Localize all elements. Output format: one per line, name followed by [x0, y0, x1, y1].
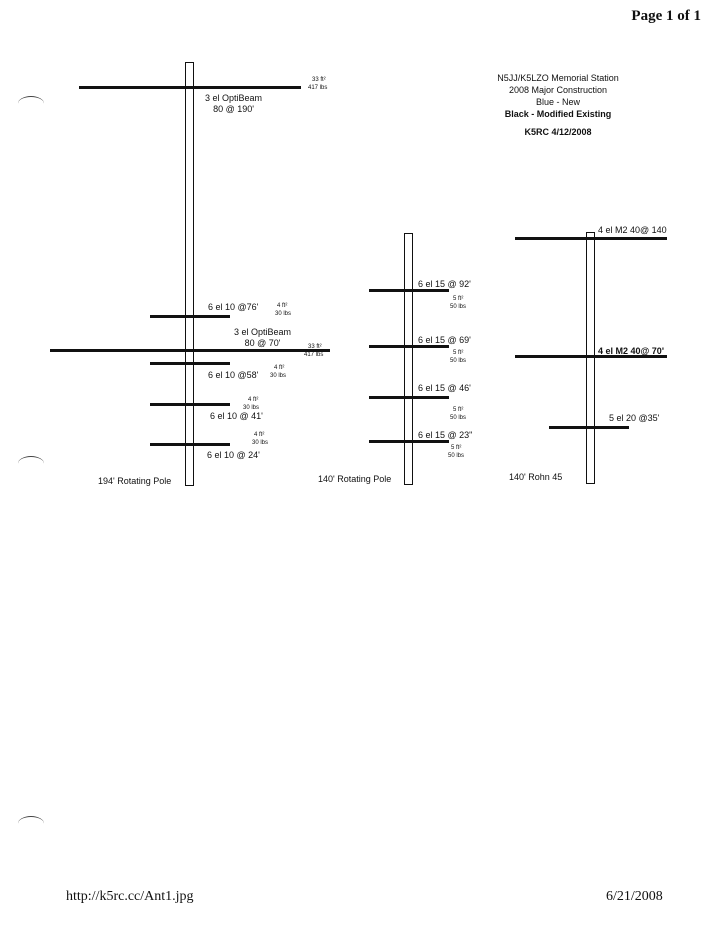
- boom-6el15-23: [369, 440, 449, 443]
- title-line-2: 2008 Major Construction: [508, 85, 608, 95]
- antenna-label: 6 el 15 @ 69': [418, 335, 471, 345]
- title-block: N5JJ/K5LZO Memorial Station 2008 Major C…: [470, 72, 646, 138]
- footer-url: http://k5rc.cc/Ant1.jpg: [66, 889, 194, 904]
- boom-6el15-69: [369, 345, 449, 348]
- tower-140-rotating-pole: [404, 233, 413, 485]
- boom-6el10-58: [150, 362, 230, 365]
- antenna-specs: 33 ft² 417 lbs: [308, 77, 328, 91]
- boom-m2-40-140: [515, 237, 667, 240]
- boom-6el10-76: [150, 315, 230, 318]
- margin-mark: [18, 456, 44, 471]
- boom-5el20-35: [549, 426, 629, 429]
- tower-name: 140' Rohn 45: [509, 472, 563, 482]
- tower-name: 140' Rotating Pole: [318, 474, 392, 484]
- boom-6el15-92: [369, 289, 449, 292]
- boom-6el15-46: [369, 396, 449, 399]
- title-line-5: K5RC 4/12/2008: [524, 127, 592, 137]
- antenna-label: 3 el OptiBeam 80 @ 190': [205, 93, 263, 114]
- boom-m2-40-70: [515, 355, 667, 358]
- antenna-specs: 4 ft² 30 lbs: [243, 397, 260, 411]
- antenna-label: 6 el 10 @76': [208, 302, 259, 312]
- tower-140-rohn-45: [586, 232, 595, 484]
- antenna-label: 5 el 20 @35': [609, 413, 660, 423]
- boom-6el10-24: [150, 443, 230, 446]
- antenna-label: 6 el 10 @58': [208, 370, 259, 380]
- footer-date: 6/21/2008: [606, 889, 663, 904]
- tower-194-rotating-pole: [185, 62, 194, 486]
- antenna-label: 6 el 10 @ 41': [210, 411, 263, 421]
- page-number: Page 1 of 1: [631, 8, 701, 24]
- tower-name: 194' Rotating Pole: [98, 476, 172, 486]
- antenna-specs: 4 ft² 30 lbs: [275, 303, 292, 317]
- antenna-label: 4 el M2 40@ 70': [598, 346, 664, 356]
- antenna-specs: 5 ft² 50 lbs: [448, 445, 465, 459]
- antenna-label: 3 el OptiBeam 80 @ 70': [234, 327, 292, 348]
- antenna-specs: 4 ft² 30 lbs: [270, 365, 287, 379]
- antenna-label: 4 el M2 40@ 140: [598, 225, 667, 235]
- antenna-label: 6 el 15 @ 92': [418, 279, 471, 289]
- margin-mark: [18, 816, 44, 831]
- title-line-3: Blue - New: [535, 97, 580, 107]
- antenna-specs: 5 ft² 50 lbs: [450, 350, 467, 364]
- boom-optibeam-190: [79, 86, 301, 89]
- antenna-label: 6 el 15 @ 23": [418, 430, 473, 440]
- antenna-label: 6 el 15 @ 46': [418, 383, 471, 393]
- boom-optibeam-70: [50, 349, 330, 352]
- title-line-4: Black - Modified Existing: [504, 109, 612, 119]
- title-line-1: N5JJ/K5LZO Memorial Station: [497, 73, 619, 83]
- antenna-specs: 5 ft² 50 lbs: [450, 296, 467, 310]
- antenna-label: 6 el 10 @ 24': [207, 450, 260, 460]
- antenna-specs: 4 ft² 30 lbs: [252, 432, 269, 446]
- boom-6el10-41: [150, 403, 230, 406]
- antenna-specs: 5 ft² 50 lbs: [450, 407, 467, 421]
- margin-mark: [18, 96, 44, 111]
- antenna-specs: 33 ft² 417 lbs: [304, 344, 324, 358]
